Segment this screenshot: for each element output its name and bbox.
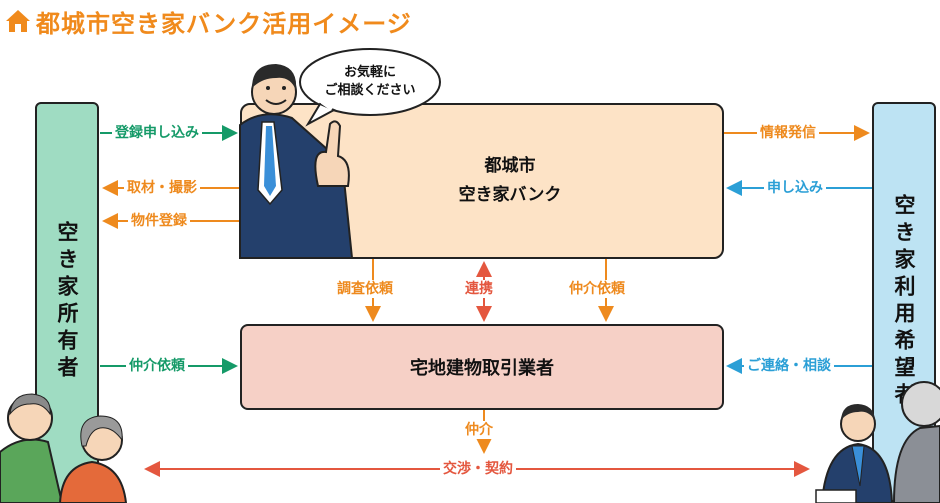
user-box: 空き家利用希望者: [872, 102, 936, 502]
label-user-contact: ご連絡・相談: [744, 357, 834, 375]
label-negotiation: 交渉・契約: [440, 460, 516, 478]
label-owner-register: 登録申し込み: [112, 124, 202, 142]
label-owner-brokerage: 仲介依頼: [126, 357, 188, 375]
label-user-apply: 申し込み: [764, 179, 826, 197]
user-label: 空き家利用希望者: [892, 194, 916, 410]
akiya-bank-label: 都城市 空き家バンク: [380, 152, 640, 210]
businessman-icon: [239, 64, 354, 259]
label-survey-request: 調査依頼: [334, 280, 396, 298]
speech-bubble-icon: [299, 48, 441, 127]
label-cooperation: 連携: [462, 280, 496, 298]
label-bank-listing: 物件登録: [128, 212, 190, 230]
label-bank-publish: 情報発信: [757, 124, 819, 142]
bubble-text: お気軽に ご相談ください: [306, 64, 434, 100]
label-brokerage: 仲介: [462, 421, 496, 439]
bank-label-line1: 都城市: [484, 156, 536, 176]
owner-couple-icon: [0, 393, 128, 503]
owner-label: 空き家所有者: [55, 221, 79, 383]
bubble-line2: ご相談ください: [324, 83, 416, 98]
consultation-icon: [815, 381, 940, 503]
page-title: 都城市空き家バンク活用イメージ: [36, 10, 412, 38]
label-bank-interview: 取材・撮影: [124, 179, 200, 197]
label-brokerage-request-bank: 仲介依頼: [566, 280, 628, 298]
house-icon: [6, 10, 30, 32]
real-estate-agent-box: 宅地建物取引業者: [240, 324, 724, 410]
bank-label-line2: 空き家バンク: [458, 185, 562, 205]
bubble-line1: お気軽に: [343, 65, 396, 80]
agent-label: 宅地建物取引業者: [410, 358, 554, 379]
